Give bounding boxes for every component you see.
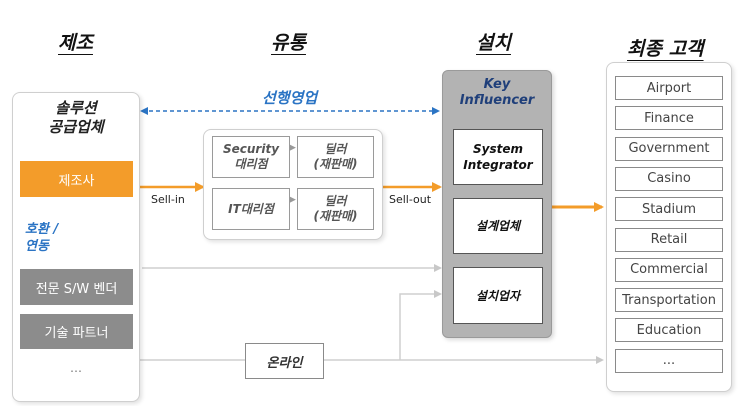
tech-partner-box: 기술 파트너 [20,314,133,349]
customer-item: Stadium [615,197,723,222]
customer-item: Finance [615,106,723,131]
online-installer-arrow [399,290,442,360]
header-distribution: 유통 [271,32,306,54]
customer-item: Casino [615,166,723,191]
sw-vendor-box: 전문 S/W 벤더 [20,269,133,305]
customer-item: Government [615,136,723,161]
header-end-customer: 최종 고객 [627,38,704,60]
solution-supplier-title: 솔루션 공급업체 [48,99,104,136]
sell-in-label: Sell-in [151,193,185,206]
customer-item: Education [615,318,723,343]
online-box: 온라인 [245,343,324,379]
key-influencer-title: Key Influencer [459,77,535,108]
sell-out-label: Sell-out [389,193,432,206]
dealer-box-2: 딜러 (재판매) [297,188,374,230]
it-agent-box: IT대리점 [212,188,290,230]
chevron-right-icon: ▶ [289,143,296,153]
customer-item: Airport [615,76,723,100]
key-influencer-panel: Key Influencer System Integrator 설계업체 설치… [442,70,552,338]
dealer-box-1: 딜러 (재판매) [297,136,374,178]
customer-item: Transportation [615,288,723,313]
system-integrator-box: System Integrator [453,129,543,185]
compat-label: 호환 / 연동 [25,222,59,254]
header-installation: 설치 [476,32,511,54]
customer-item: Retail [615,227,723,252]
manufacturer-box: 제조사 [20,161,133,197]
more-ellipsis: … [70,361,82,375]
designer-box: 설계업체 [453,198,543,254]
chevron-right-icon: ▶ [289,195,296,205]
installer-box: 설치업자 [453,267,543,324]
solution-supplier-panel: 솔루션 공급업체 제조사 호환 / 연동 전문 S/W 벤더 기술 파트너 … [12,92,140,402]
security-agent-box: Security 대리점 [212,136,290,178]
customer-item: ... [615,348,723,373]
header-manufacturing: 제조 [58,32,93,54]
customer-item: Commercial [615,257,723,282]
distribution-panel: Security 대리점 딜러 (재판매) IT대리점 딜러 (재판매) [203,129,383,240]
lead-sales-label: 선행영업 [262,89,318,107]
